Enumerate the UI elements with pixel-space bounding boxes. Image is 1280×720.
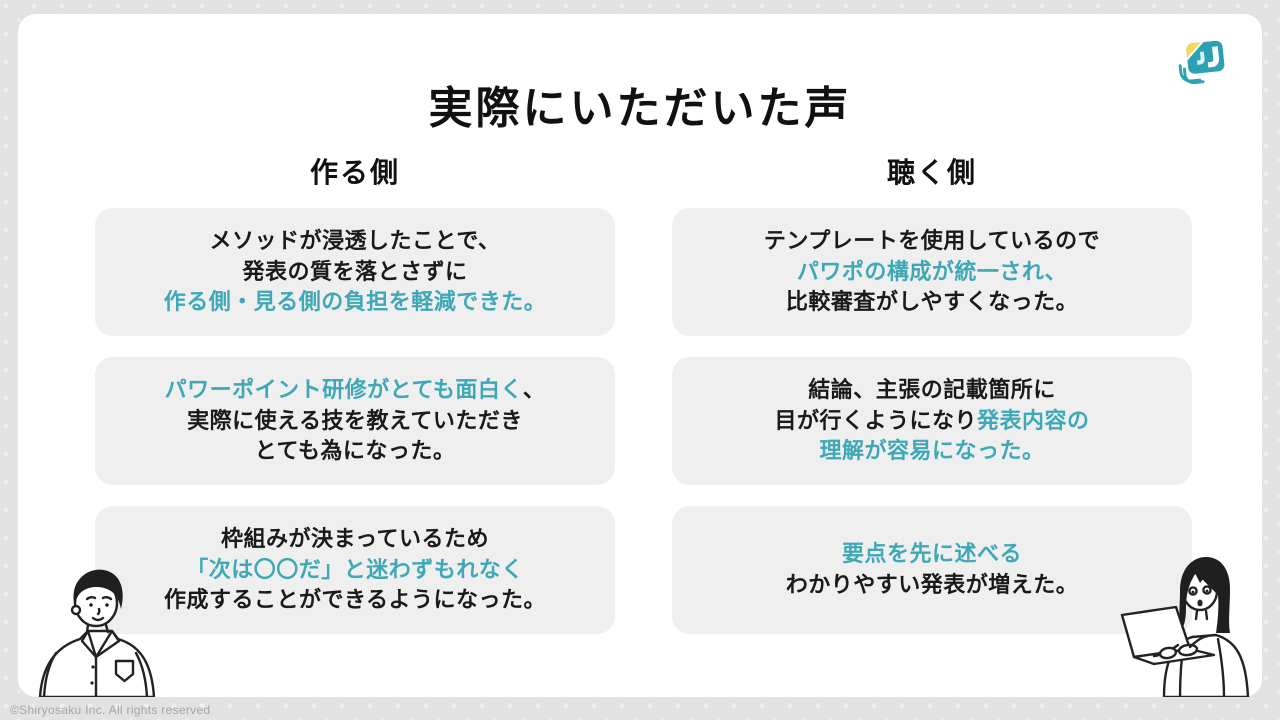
plain-text: 実際に使える技を教えていただき <box>187 407 523 433</box>
column-header-listener-side: 聴く側 <box>886 157 977 188</box>
plain-text: 、 <box>522 376 546 402</box>
testimonial-line: 比較審査がしやすくなった。 <box>786 287 1078 318</box>
testimonial-line: 作る側・見る側の負担を軽減できた。 <box>164 287 547 318</box>
highlighted-text: 「次は〇〇だ」と迷わずもれなく <box>186 556 524 582</box>
woman-illustration <box>1120 549 1262 699</box>
testimonial-line: 「次は〇〇だ」と迷わずもれなく <box>186 555 524 586</box>
plain-text: 枠組みが決まっているため <box>220 525 490 551</box>
testimonial-line: メソッドが浸透したことで、 <box>210 226 501 257</box>
testimonial-line: 実際に使える技を教えていただき <box>187 406 523 437</box>
testimonial-line: 枠組みが決まっているため <box>221 524 489 555</box>
testimonial-line: パワーポイント研修がとても面白く、 <box>165 375 546 406</box>
plain-text: 結論、主張の記載箇所に <box>808 376 1056 402</box>
testimonial-line: 理解が容易になった。 <box>819 436 1044 467</box>
copyright-text: ©Shiryosaku Inc. All rights reserved <box>10 703 211 717</box>
testimonial-card: 要点を先に述べるわかりやすい発表が増えた。 <box>672 506 1192 634</box>
testimonial-card: 枠組みが決まっているため「次は〇〇だ」と迷わずもれなく作成することができるように… <box>95 506 615 634</box>
plain-text: わかりやすい発表が増えた。 <box>785 572 1079 597</box>
plain-text: メソッドが浸透したことで、 <box>209 227 501 253</box>
column-header-maker-side: 作る側 <box>309 157 400 188</box>
columns: 作る側メソッドが浸透したことで、発表の質を落とさずに作る側・見る側の負担を軽減で… <box>95 155 1192 655</box>
testimonial-line: とても為になった。 <box>255 436 456 467</box>
man-illustration <box>30 561 162 699</box>
plain-text: テンプレートを使用しているので <box>763 227 1101 253</box>
slide-title: 実際にいただいた声 <box>428 84 852 133</box>
column-maker-side: 作る側メソッドが浸透したことで、発表の質を落とさずに作る側・見る側の負担を軽減で… <box>95 155 615 655</box>
testimonial-line: 要点を先に述べる <box>842 539 1022 570</box>
testimonial-line: わかりやすい発表が増えた。 <box>786 570 1079 601</box>
plain-text: とても為になった。 <box>254 438 456 464</box>
slide-canvas: 実際にいただいた声 作る側メソッドが浸透したことで、発表の質を落とさずに作る側・… <box>18 14 1262 697</box>
testimonial-line: テンプレートを使用しているので <box>764 226 1100 257</box>
highlighted-text: 作る側・見る側の負担を軽減できた。 <box>163 289 547 315</box>
testimonial-line: 作成することができるようになった。 <box>164 585 546 616</box>
testimonial-card: パワーポイント研修がとても面白く、実際に使える技を教えていただきとても為になった… <box>95 357 615 485</box>
shiryosaku-logo-icon <box>1176 40 1234 90</box>
testimonial-card: テンプレートを使用しているのでパワポの構成が統一され、比較審査がしやすくなった。 <box>672 208 1192 336</box>
plain-text: 比較審査がしやすくなった。 <box>785 289 1079 315</box>
highlighted-text: パワポの構成が統一され、 <box>796 258 1068 284</box>
plain-text: 作成することができるようになった。 <box>163 587 547 613</box>
testimonial-line: 目が行くようになり発表内容の <box>774 406 1089 437</box>
highlighted-text: 要点を先に述べる <box>841 541 1022 567</box>
plain-text: 発表の質を落とさずに <box>242 258 468 284</box>
testimonial-card: メソッドが浸透したことで、発表の質を落とさずに作る側・見る側の負担を軽減できた。 <box>95 208 615 336</box>
testimonial-line: パワポの構成が統一され、 <box>797 257 1067 288</box>
highlighted-text: 発表内容の <box>977 407 1090 433</box>
column-listener-side: 聴く側テンプレートを使用しているのでパワポの構成が統一され、比較審査がしやすくな… <box>672 155 1192 655</box>
plain-text: 目が行くようになり <box>774 407 977 433</box>
testimonial-line: 発表の質を落とさずに <box>242 257 467 288</box>
highlighted-text: 理解が容易になった。 <box>819 438 1045 464</box>
testimonial-card: 結論、主張の記載箇所に目が行くようになり発表内容の理解が容易になった。 <box>672 357 1192 485</box>
testimonial-line: 結論、主張の記載箇所に <box>808 375 1056 406</box>
highlighted-text: パワーポイント研修がとても面白く <box>164 376 523 402</box>
